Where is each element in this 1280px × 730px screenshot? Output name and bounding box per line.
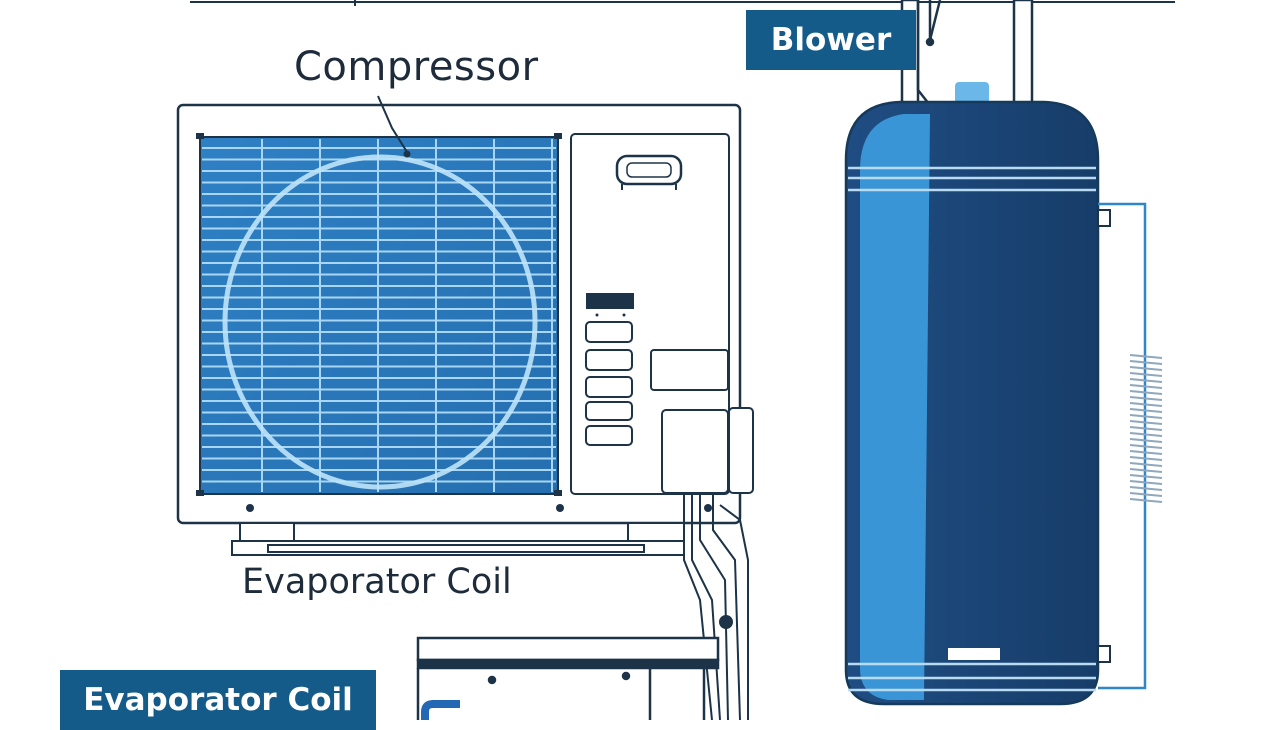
control-buttons xyxy=(585,321,633,446)
terminal-box xyxy=(661,409,729,494)
spring-turn xyxy=(1129,432,1163,437)
evaporator-frame xyxy=(416,636,720,720)
compressor-leader xyxy=(377,95,411,158)
evaporator-coil-label: Evaporator Coil xyxy=(242,562,512,602)
spring-turn xyxy=(1129,444,1163,449)
spring-turn xyxy=(1129,378,1163,383)
storage-tank xyxy=(844,0,1163,706)
spring-turn xyxy=(1129,354,1163,359)
spring-turn xyxy=(1129,384,1163,389)
compressor-label: Compressor xyxy=(294,44,539,90)
spring-turn xyxy=(1129,360,1163,365)
coil-corner-screws xyxy=(196,133,562,496)
pipe-elbow xyxy=(421,700,460,720)
control-panel xyxy=(570,133,754,495)
outdoor-unit xyxy=(176,95,754,556)
tank-valve xyxy=(955,82,989,104)
spring-turn xyxy=(1129,438,1163,443)
spring-turn xyxy=(1129,414,1163,419)
spring-turn xyxy=(1129,402,1163,407)
spring-turn xyxy=(1129,408,1163,413)
tank-nameplate xyxy=(948,648,1000,660)
spring-turn xyxy=(1129,420,1163,425)
tank-highlight xyxy=(860,114,930,700)
spring-turn xyxy=(1129,390,1163,395)
base-rail xyxy=(231,522,685,556)
fan-circle xyxy=(222,154,538,490)
side-fittings xyxy=(1097,209,1111,663)
spring-turn xyxy=(1129,480,1163,485)
blower-tag: Blower xyxy=(746,10,916,70)
button-dots xyxy=(595,313,626,317)
spring-turn xyxy=(1129,462,1163,467)
evaporator-coil-tag: Evaporator Coil xyxy=(60,670,376,730)
top-frame-lines xyxy=(190,0,1175,6)
refrigerant-lines xyxy=(683,495,749,720)
tank-bands xyxy=(848,166,1096,692)
spring-turn xyxy=(1129,498,1163,503)
lcd-display-icon xyxy=(586,293,634,309)
spring-turn xyxy=(1129,396,1163,401)
spring-turn xyxy=(1129,426,1163,431)
spring-turn xyxy=(1129,372,1163,377)
spring-turn xyxy=(1129,450,1163,455)
spring-turn xyxy=(1129,468,1163,473)
spring-turn xyxy=(1129,492,1163,497)
spring-turn xyxy=(1129,366,1163,371)
service-panel xyxy=(650,349,729,391)
spring-turn xyxy=(1129,474,1163,479)
spring-turn xyxy=(1129,456,1163,461)
rounded-badge-icon xyxy=(615,154,683,190)
spring-turn xyxy=(1129,486,1163,491)
housing-screws xyxy=(246,504,712,512)
coil-grille xyxy=(196,133,562,496)
coil-spring xyxy=(1129,354,1163,503)
